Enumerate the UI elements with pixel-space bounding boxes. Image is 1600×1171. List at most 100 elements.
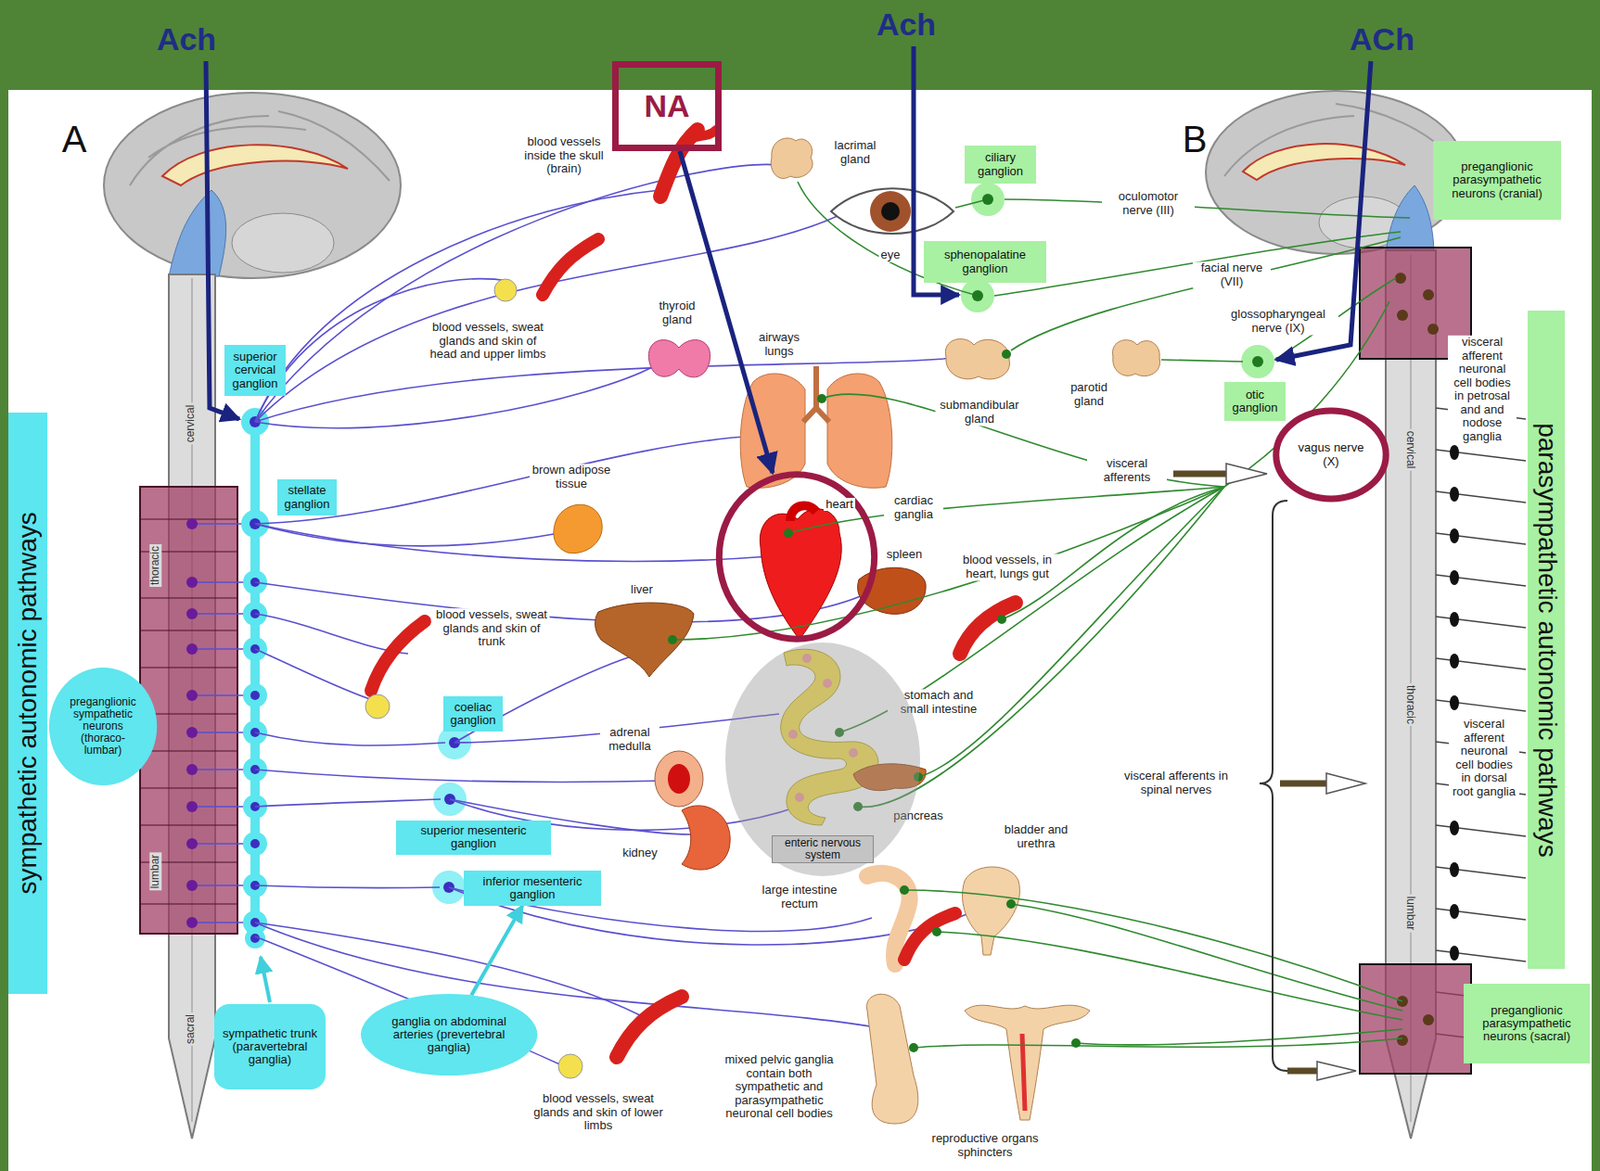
- parasympathetic-regions: [1395, 272, 1407, 284]
- cord-segment-label-anchor: thoracic: [1403, 683, 1416, 727]
- parasympathetic-nerves: [1241, 345, 1275, 379]
- brain-left: [103, 92, 401, 279]
- structure-label: kidney: [620, 846, 660, 861]
- cord-segment-label-anchor: cervical: [184, 403, 197, 446]
- transmitter-label: Ach: [154, 21, 218, 57]
- ganglion-box: ciliary ganglion: [964, 145, 1037, 184]
- structure-label-anchor: submandibular gland: [935, 398, 1024, 426]
- cord-segment-label: lumbar: [1403, 895, 1416, 934]
- structure-label-anchor: large intestine rectum: [748, 883, 851, 911]
- panel-letter: B: [1180, 118, 1210, 161]
- brain-left: [162, 144, 348, 186]
- structure-label: parotid gland: [1062, 381, 1115, 409]
- organs: [691, 129, 717, 140]
- node-outline-shape: [49, 667, 157, 786]
- structure-label: brown adipose tissue: [529, 463, 614, 491]
- parasympathetic-nerves: [904, 890, 1403, 1002]
- ganglion-box: otic ganglion: [1224, 382, 1286, 422]
- structure-label: visceral afferent neuronal cell bodies i…: [1448, 717, 1520, 799]
- organs: [945, 339, 1010, 380]
- node-text: preganglionic parasympathetic neurons (s…: [1468, 1004, 1586, 1045]
- organs: [553, 504, 602, 553]
- sympathetic-chain: [186, 576, 198, 589]
- organs: [881, 202, 900, 221]
- parasympathetic-nerves: [672, 486, 1225, 640]
- structure-label-anchor: blood vessels inside the skull (brain): [519, 135, 609, 177]
- structure-label: reproductive organs sphincters: [920, 1132, 1050, 1160]
- structure-label-anchor: adrenal medulla: [600, 726, 660, 754]
- sympathetic-chain: [250, 691, 260, 701]
- parasympathetic-nerves: [1011, 237, 1401, 351]
- node-text: vagus nerve (X): [1290, 441, 1371, 469]
- parasympathetic-nerves: [994, 231, 1401, 296]
- structure-label: oculomotor nerve (III): [1101, 190, 1195, 218]
- organs: [866, 994, 918, 1125]
- structure-label-anchor: spleen: [884, 548, 924, 563]
- brain-right: [1385, 185, 1434, 253]
- sympathetic-chain: [243, 832, 268, 857]
- parasympathetic-nerves: [972, 290, 984, 302]
- brain-left: [129, 111, 390, 186]
- sympathetic-nerves: [255, 885, 440, 889]
- node-text: ganglia on abdominal arteries (preverteb…: [386, 1015, 512, 1056]
- organs: [542, 239, 599, 295]
- afferent-arrows: [1326, 773, 1366, 794]
- parasympathetic-regions: [1395, 272, 1439, 1047]
- transmitter-label: ACh: [1347, 21, 1417, 57]
- node-outline-shape: [725, 642, 921, 877]
- sympathetic-nerves: [255, 649, 373, 701]
- structure-label: blood vessels, sweat glands and skin of …: [434, 608, 551, 650]
- panel-letter: A: [60, 118, 90, 161]
- parasympathetic-regions: [1396, 309, 1408, 321]
- sympathetic-chain: [186, 917, 198, 929]
- spinal-nerves: [1449, 820, 1460, 836]
- structure-label-anchor: eye: [879, 248, 903, 263]
- cord-segment-label: cervical: [184, 403, 197, 446]
- structure-label-anchor: liver: [628, 583, 655, 598]
- structure-label-anchor: lacrimal gland: [822, 139, 888, 167]
- structure-label: thyroid gland: [649, 299, 705, 327]
- structure-label-anchor: blood vessels, sweat glands and skin of …: [427, 320, 549, 362]
- structure-label: airways lungs: [753, 331, 806, 359]
- parasympathetic-nerves: [913, 1038, 1403, 1049]
- connector-arrow: [471, 906, 523, 997]
- sympathetic-chain: [186, 690, 198, 702]
- organs: [365, 129, 1161, 1125]
- parasympathetic-nerves: [817, 394, 827, 404]
- structure-label-anchor: blood vessels, sweat glands and skin of …: [522, 1092, 676, 1134]
- structure-label-anchor: parotid gland: [1062, 381, 1115, 409]
- spinal-nerves: [1449, 653, 1460, 669]
- neuron-group-box: preganglionic parasympathetic neurons (c…: [1433, 140, 1562, 220]
- afferent-arrows: [1287, 1068, 1318, 1076]
- structure-label: bladder and urethra: [989, 823, 1083, 851]
- structure-label: blood vessels, in heart, lungs gut: [956, 553, 1059, 581]
- sympathetic-chain: [186, 880, 198, 892]
- spinal-nerves: [1449, 612, 1460, 628]
- sympathetic-chain: [186, 518, 198, 929]
- afferent-arrows: [1317, 1062, 1357, 1081]
- ganglion-box: sphenopalatine ganglion: [923, 241, 1047, 283]
- node-text: heart: [823, 498, 856, 512]
- organs: [558, 1054, 583, 1079]
- structure-label: facial nerve (VII): [1192, 261, 1271, 289]
- node-outline-shape: [718, 474, 874, 640]
- brain-right: [1205, 90, 1466, 255]
- node-text: superior cervical ganglion: [229, 350, 282, 391]
- highlight-circle: heart: [714, 469, 880, 645]
- node-text: preganglionic sympathetic neurons (thora…: [65, 696, 141, 758]
- structure-label-anchor: visceral afferents: [1087, 457, 1167, 485]
- organs: [962, 867, 1021, 956]
- parasympathetic-nerves: [667, 635, 678, 645]
- panel-letter-anchor: A: [60, 118, 90, 161]
- structure-label: liver: [628, 583, 655, 598]
- organs: [681, 806, 730, 871]
- structure-label-anchor: thyroid gland: [649, 299, 705, 327]
- structure-label: blood vessels, sweat glands and skin of …: [522, 1092, 676, 1134]
- spinal-nerves: [1449, 445, 1460, 461]
- parasympathetic-nerves: [899, 885, 909, 896]
- cord-segment-label: thoracic: [149, 544, 162, 588]
- parasympathetic-regions: [1427, 323, 1439, 335]
- parasympathetic-nerves: [908, 1043, 919, 1053]
- parasympathetic-nerves: [932, 927, 942, 937]
- sympathetic-chain: [186, 518, 198, 530]
